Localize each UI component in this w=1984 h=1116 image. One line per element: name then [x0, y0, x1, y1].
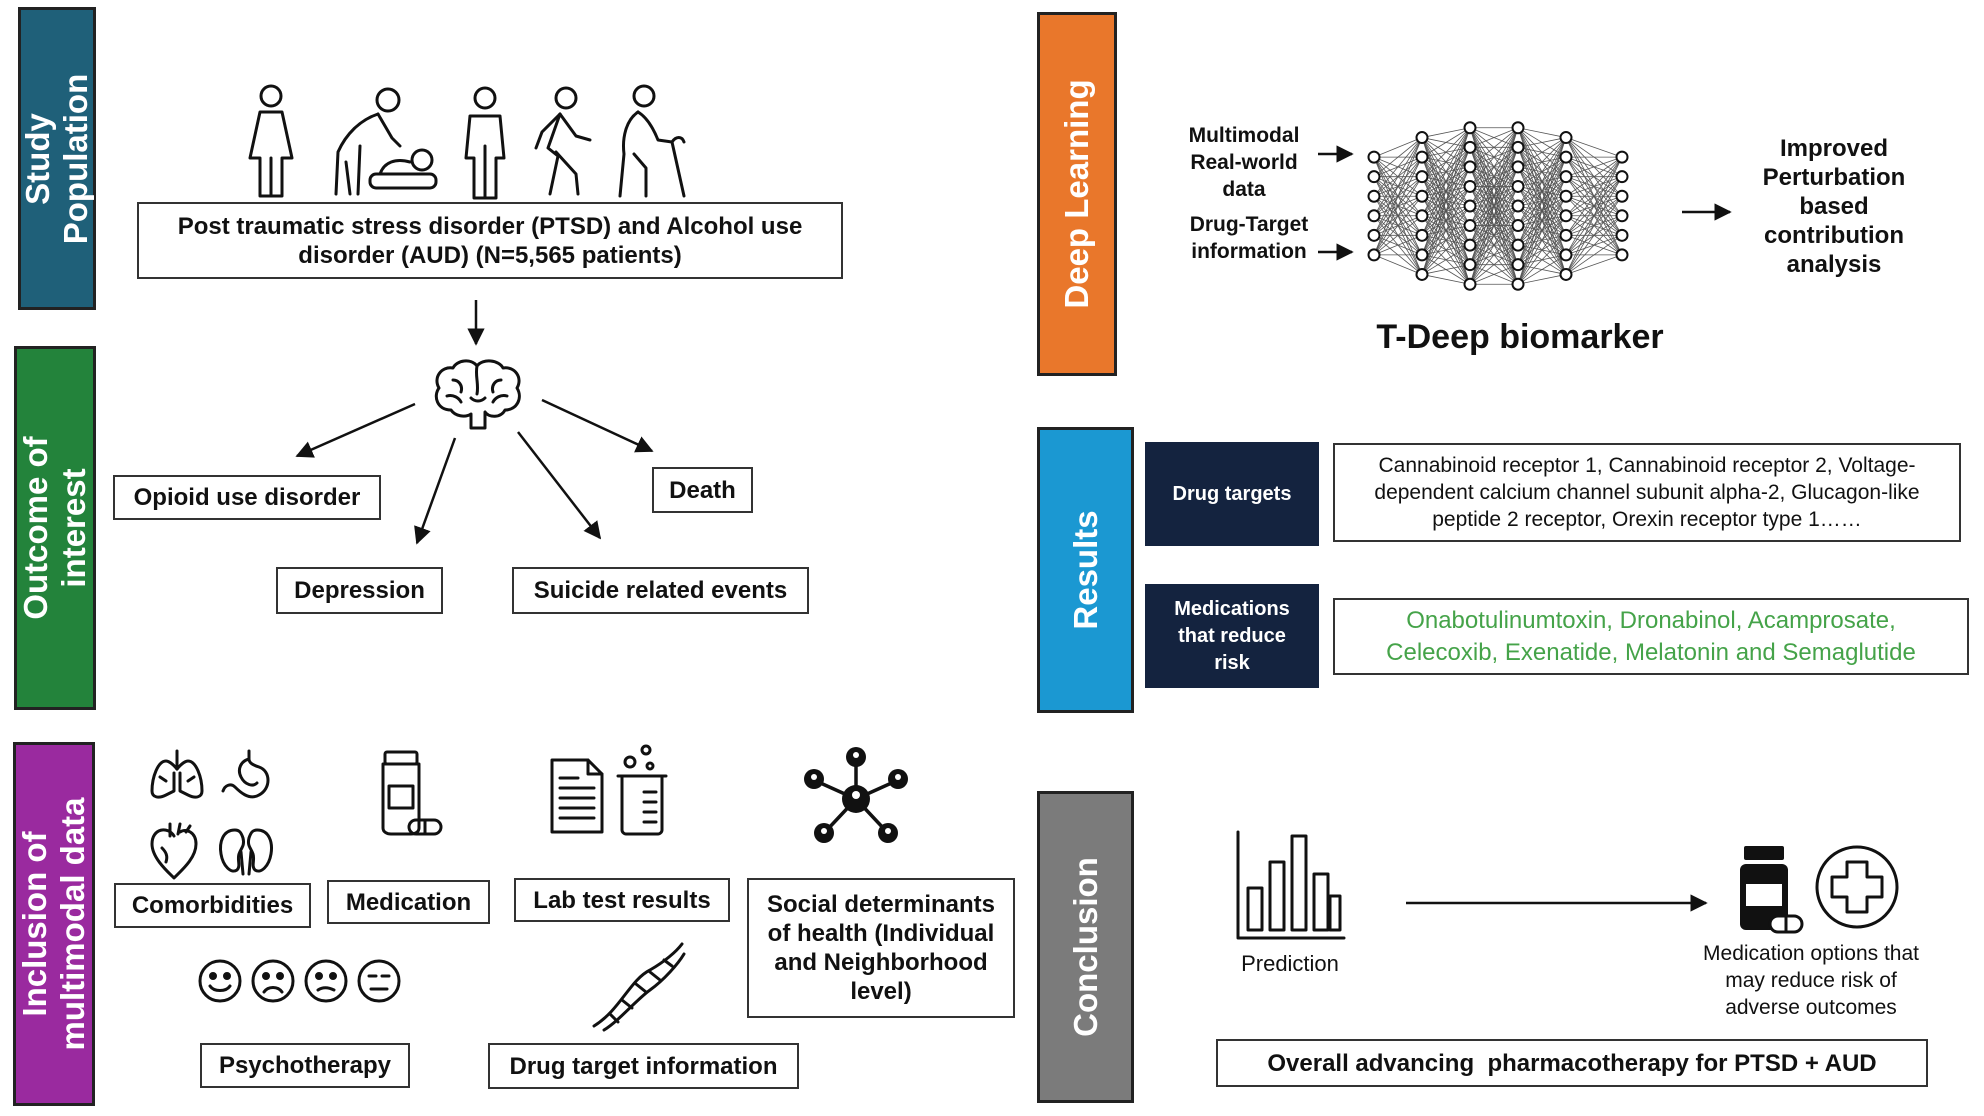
- prediction-label: Prediction: [1241, 951, 1339, 976]
- depression-box: Depression: [276, 567, 443, 614]
- study-population-bar: Study Population: [18, 7, 96, 310]
- lab-test-results-box: Lab test results: [514, 878, 730, 922]
- kidneys-icon: [219, 828, 273, 876]
- drug-target-input-label: Drug-Target information: [1189, 213, 1309, 263]
- drug-targets-label: Drug targets: [1145, 442, 1319, 546]
- medications-text: Onabotulinumtoxin, Dronabinol, Acamprosa…: [1333, 598, 1969, 675]
- suicide-events-box: Suicide related events: [512, 567, 809, 614]
- drug-target-information-box: Drug target information: [488, 1043, 799, 1089]
- conclusion-bar: Conclusion: [1037, 791, 1134, 1103]
- inclusion-bar: Inclusion of multimodal data: [13, 742, 95, 1106]
- woman-icon: [248, 84, 294, 198]
- stomach-icon: [221, 749, 270, 799]
- deep-learning-bar: Deep Learning: [1037, 12, 1117, 376]
- medicine-bottle-icon: [1740, 846, 1804, 934]
- bar-chart-icon: [1236, 830, 1346, 940]
- model-name: T-Deep biomarker: [1376, 318, 1664, 356]
- dna-icon: [592, 942, 686, 1032]
- beaker-icon: [616, 744, 668, 836]
- heart-icon: [150, 822, 198, 880]
- drug-targets-text: Cannabinoid receptor 1, Cannabinoid rece…: [1333, 443, 1961, 542]
- pill-bottle-icon: [381, 750, 443, 836]
- medications-label: Medications that reduce risk: [1145, 584, 1319, 688]
- output-label: Improved Perturbation based contribution…: [1762, 135, 1906, 278]
- elderly-icon: [618, 84, 686, 198]
- baby-care-icon: [334, 87, 438, 196]
- multimodal-input-label: Multimodal Real-world data: [1188, 124, 1300, 201]
- brain-icon: [434, 359, 521, 430]
- outcome-of-interest-bar: Outcome of interest: [14, 346, 96, 710]
- medication-options-label: Medication options that may reduce risk …: [1703, 942, 1919, 1019]
- psychotherapy-box: Psychotherapy: [200, 1043, 410, 1088]
- network-icon: [804, 747, 908, 843]
- opioid-use-disorder-box: Opioid use disorder: [113, 475, 381, 520]
- man-icon: [464, 86, 506, 200]
- comorbidities-box: Comorbidities: [114, 883, 311, 928]
- lungs-icon: [150, 749, 204, 799]
- walking-icon: [534, 86, 592, 196]
- death-box: Death: [652, 467, 753, 513]
- social-determinants-box: Social determinants of health (Individua…: [747, 878, 1015, 1018]
- population-box: Post traumatic stress disorder (PTSD) an…: [137, 202, 843, 279]
- document-icon: [550, 758, 604, 834]
- emoji-icons: [198, 959, 401, 1003]
- medication-box: Medication: [327, 880, 490, 924]
- overall-conclusion-box: Overall advancing pharmacotherapy for PT…: [1216, 1039, 1928, 1087]
- results-bar: Results: [1037, 427, 1134, 713]
- medical-cross-icon: [1815, 845, 1899, 929]
- neural-network-icon: [1367, 121, 1629, 291]
